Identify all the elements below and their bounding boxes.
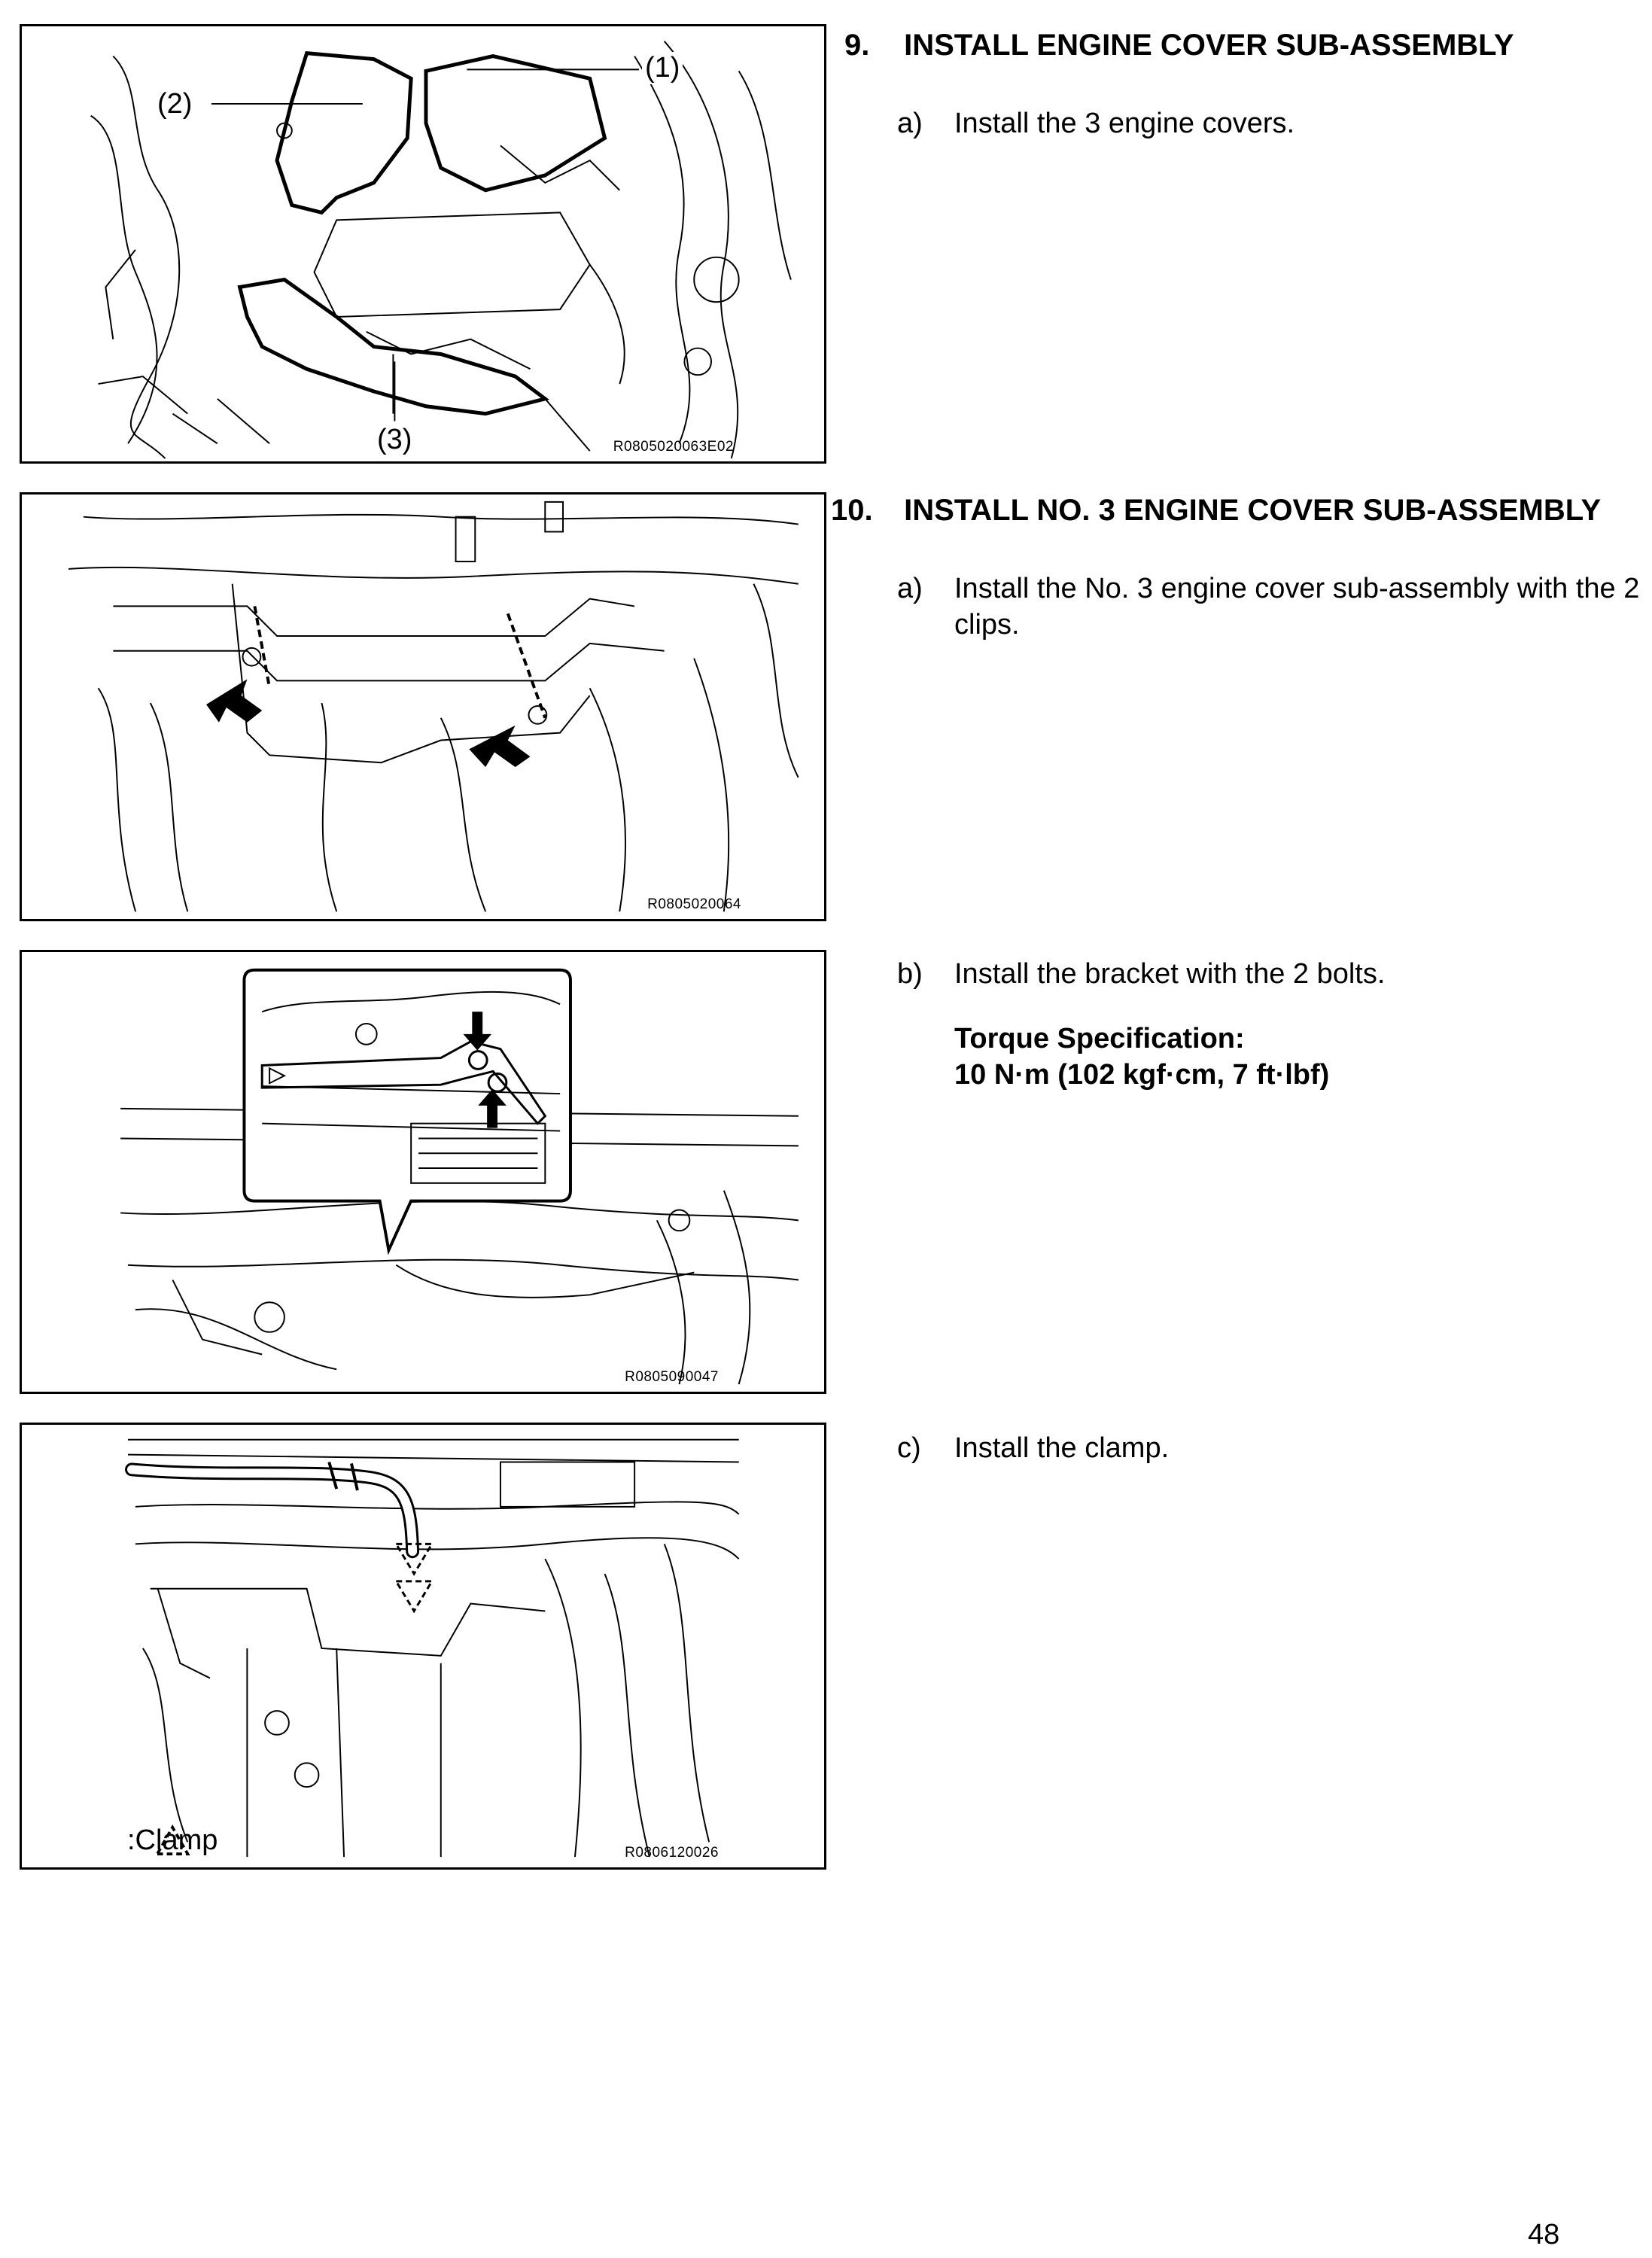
callout-1: (1) xyxy=(642,52,683,84)
figure-code: R0806120026 xyxy=(625,1845,719,1861)
figure-code: R0805020064 xyxy=(647,896,741,912)
callout-2: (2) xyxy=(154,88,196,120)
engine-cover-illustration xyxy=(90,41,792,459)
substep-letter: c) xyxy=(897,1432,921,1464)
step-10-title: 10. INSTALL NO. 3 ENGINE COVER SUB-ASSEM… xyxy=(831,494,1601,528)
clamp-triangle-icon xyxy=(154,1824,190,1856)
clamp-triangle-icon xyxy=(394,1542,434,1614)
figure-engine-covers: (1) (2) (3) R0805020063E02 xyxy=(20,24,826,464)
substep-text: Install the No. 3 engine cover sub-assem… xyxy=(954,573,1640,641)
callout-3: (3) xyxy=(374,424,415,456)
torque-spec-value: 10 N·m (102 kgf·cm, 7 ft·lbf) xyxy=(954,1059,1330,1091)
figure-no3-cover-clips: R0805020064 xyxy=(20,492,826,921)
torque-spec-title: Torque Specification: xyxy=(954,1023,1245,1054)
no3-cover-illustration xyxy=(68,501,799,912)
clamp-illustration xyxy=(125,1438,740,1858)
substep-text: Install the 3 engine covers. xyxy=(954,108,1295,139)
step-number: 10. xyxy=(831,494,873,527)
substep-text: Install the clamp. xyxy=(954,1432,1170,1464)
bracket-illustration xyxy=(120,968,799,1385)
page-number: 48 xyxy=(1528,2219,1560,2250)
substep-letter: b) xyxy=(897,958,923,990)
step-9-title: 9. INSTALL ENGINE COVER SUB-ASSEMBLY xyxy=(844,29,1514,62)
figure-clamp: :Clamp R0806120026 xyxy=(20,1423,826,1870)
step-heading: INSTALL ENGINE COVER SUB-ASSEMBLY xyxy=(904,29,1514,62)
step-number: 9. xyxy=(844,29,870,62)
figure-bracket-bolts: R0805090047 xyxy=(20,950,826,1394)
clamp-legend: :Clamp xyxy=(127,1824,218,1857)
arrow-icon xyxy=(206,679,531,768)
substep-letter: a) xyxy=(897,573,923,604)
arrow-icon xyxy=(463,1012,507,1128)
step-heading: INSTALL NO. 3 ENGINE COVER SUB-ASSEMBLY xyxy=(904,494,1602,527)
figure-code: R0805020063E02 xyxy=(613,439,734,455)
substep-letter: a) xyxy=(897,108,923,139)
figure-code: R0805090047 xyxy=(625,1369,719,1385)
substep-text: Install the bracket with the 2 bolts. xyxy=(954,958,1386,990)
